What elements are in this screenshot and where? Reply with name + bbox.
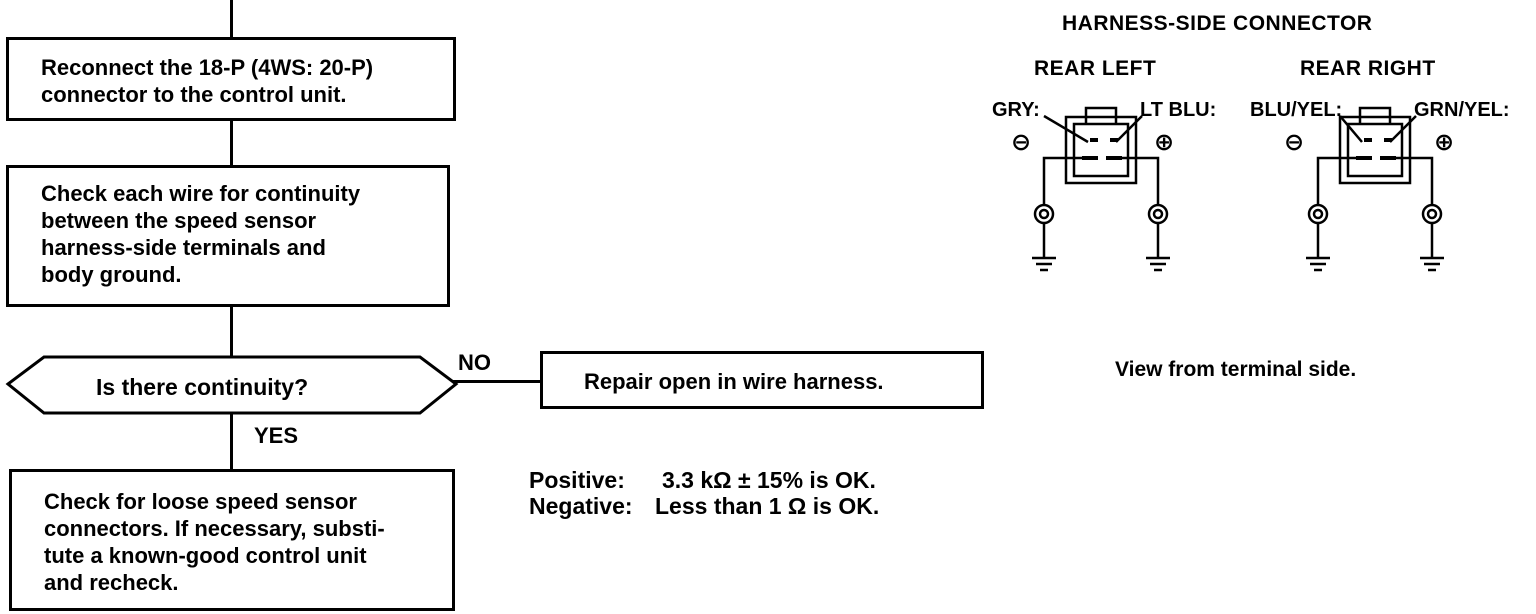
rear-left-neg-wire: GRY:	[992, 99, 1040, 121]
rear-right-neg-wire: BLU/YEL:	[1250, 99, 1343, 121]
rear-left-pos-symbol: ⊕	[1154, 129, 1175, 156]
decision-no-label: NO	[458, 350, 491, 375]
step-reconnect-line1: Reconnect the 18-P (4WS: 20-P)	[41, 55, 374, 80]
rear-left-connector-icon	[1032, 106, 1170, 272]
step-check-line2: between the speed sensor	[41, 208, 317, 233]
spec-negative-value: Less than 1 Ω is OK.	[655, 493, 880, 519]
step-reconnect-line2: connector to the control unit.	[41, 82, 347, 107]
spec-positive-value: 3.3 kΩ ± 15% is OK.	[662, 467, 876, 493]
step-check-line1: Check each wire for continuity	[41, 181, 361, 206]
rear-right-neg-symbol: ⊖	[1284, 129, 1305, 156]
check-loose-line1: Check for loose speed sensor	[44, 489, 357, 514]
repair-open-box: Repair open in wire harness.	[540, 351, 984, 409]
flow-line-decision-yes	[230, 414, 233, 470]
spec-negative-label: Negative:	[529, 493, 633, 519]
decision-shape	[5, 355, 459, 415]
step-check-line4: body ground.	[41, 262, 182, 287]
rear-left-neg-symbol: ⊖	[1011, 129, 1032, 156]
rear-left-title: REAR LEFT	[1034, 57, 1157, 80]
decision-question: Is there continuity?	[96, 374, 309, 400]
flow-line-1-2	[230, 120, 233, 166]
decision-yes-label: YES	[254, 423, 299, 448]
step-reconnect-box: Reconnect the 18-P (4WS: 20-P) connector…	[6, 37, 456, 121]
check-loose-box: Check for loose speed sensor connectors.…	[9, 469, 455, 611]
rear-left-pos-wire: LT BLU:	[1140, 99, 1217, 121]
step-check-continuity-box: Check each wire for continuity between t…	[6, 165, 450, 307]
rear-right-pos-wire: GRN/YEL:	[1414, 99, 1510, 121]
view-caption: View from terminal side.	[1115, 358, 1357, 381]
spec-positive-label: Positive:	[529, 467, 625, 493]
check-loose-line4: and recheck.	[44, 570, 179, 595]
step-check-line3: harness-side terminals and	[41, 235, 326, 260]
flow-line-2-decision	[230, 306, 233, 358]
rear-right-pos-symbol: ⊕	[1434, 129, 1455, 156]
connector-title: HARNESS-SIDE CONNECTOR	[1062, 12, 1373, 35]
flow-line-top	[230, 0, 233, 38]
rear-right-title: REAR RIGHT	[1300, 57, 1436, 80]
check-loose-line2: connectors. If necessary, substi-	[44, 516, 385, 541]
check-loose-line3: tute a known-good control unit	[44, 543, 367, 568]
rear-right-connector-icon	[1306, 106, 1444, 272]
flow-line-decision-no	[452, 380, 542, 383]
repair-open-text: Repair open in wire harness.	[584, 369, 884, 394]
